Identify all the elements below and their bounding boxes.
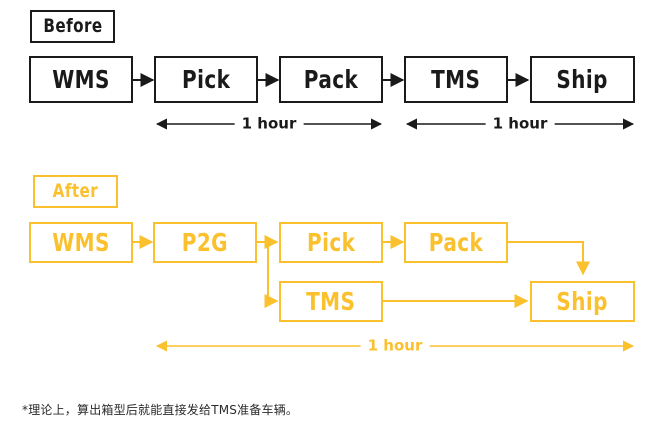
footnote-text: *理论上，算出箱型后就能直接发给TMS准备车辆。 [22, 403, 299, 417]
node-label: TMS [431, 65, 481, 94]
before-measure-1: 1 hour [155, 112, 383, 136]
before-measure-2-label: 1 hour [485, 116, 555, 132]
after-section-tag: After [33, 175, 118, 208]
node-before-pick[interactable]: Pick [154, 56, 258, 103]
arrow-p2g-to-tms [264, 242, 279, 308]
node-label: TMS [306, 287, 356, 316]
node-after-ship[interactable]: Ship [530, 281, 635, 322]
node-label: Pack [428, 228, 484, 257]
node-label: Ship [556, 287, 609, 316]
node-label: Pick [181, 65, 231, 94]
before-measure-1-label: 1 hour [234, 116, 304, 132]
node-before-pack[interactable]: Pack [279, 56, 383, 103]
before-section-tag: Before [30, 10, 115, 43]
node-after-pick[interactable]: Pick [279, 222, 383, 263]
node-label: Ship [556, 65, 609, 94]
node-after-p2g[interactable]: P2G [153, 222, 257, 263]
before-section-tag-label: Before [42, 15, 103, 37]
node-after-pack[interactable]: Pack [404, 222, 508, 263]
node-label: Pick [306, 228, 356, 257]
node-label: WMS [52, 65, 110, 94]
node-before-ship[interactable]: Ship [530, 56, 635, 103]
node-before-wms[interactable]: WMS [29, 56, 133, 103]
after-section-tag-label: After [52, 180, 99, 202]
node-label: Pack [303, 65, 359, 94]
before-measure-2: 1 hour [405, 112, 635, 136]
node-label: WMS [52, 228, 110, 257]
node-before-tms[interactable]: TMS [404, 56, 508, 103]
arrow-pack-to-ship [508, 241, 590, 276]
node-label: P2G [181, 228, 229, 257]
node-after-tms[interactable]: TMS [279, 281, 383, 322]
after-measure-1: 1 hour [155, 334, 635, 358]
node-after-wms[interactable]: WMS [29, 222, 133, 263]
after-measure-1-label: 1 hour [360, 338, 430, 354]
